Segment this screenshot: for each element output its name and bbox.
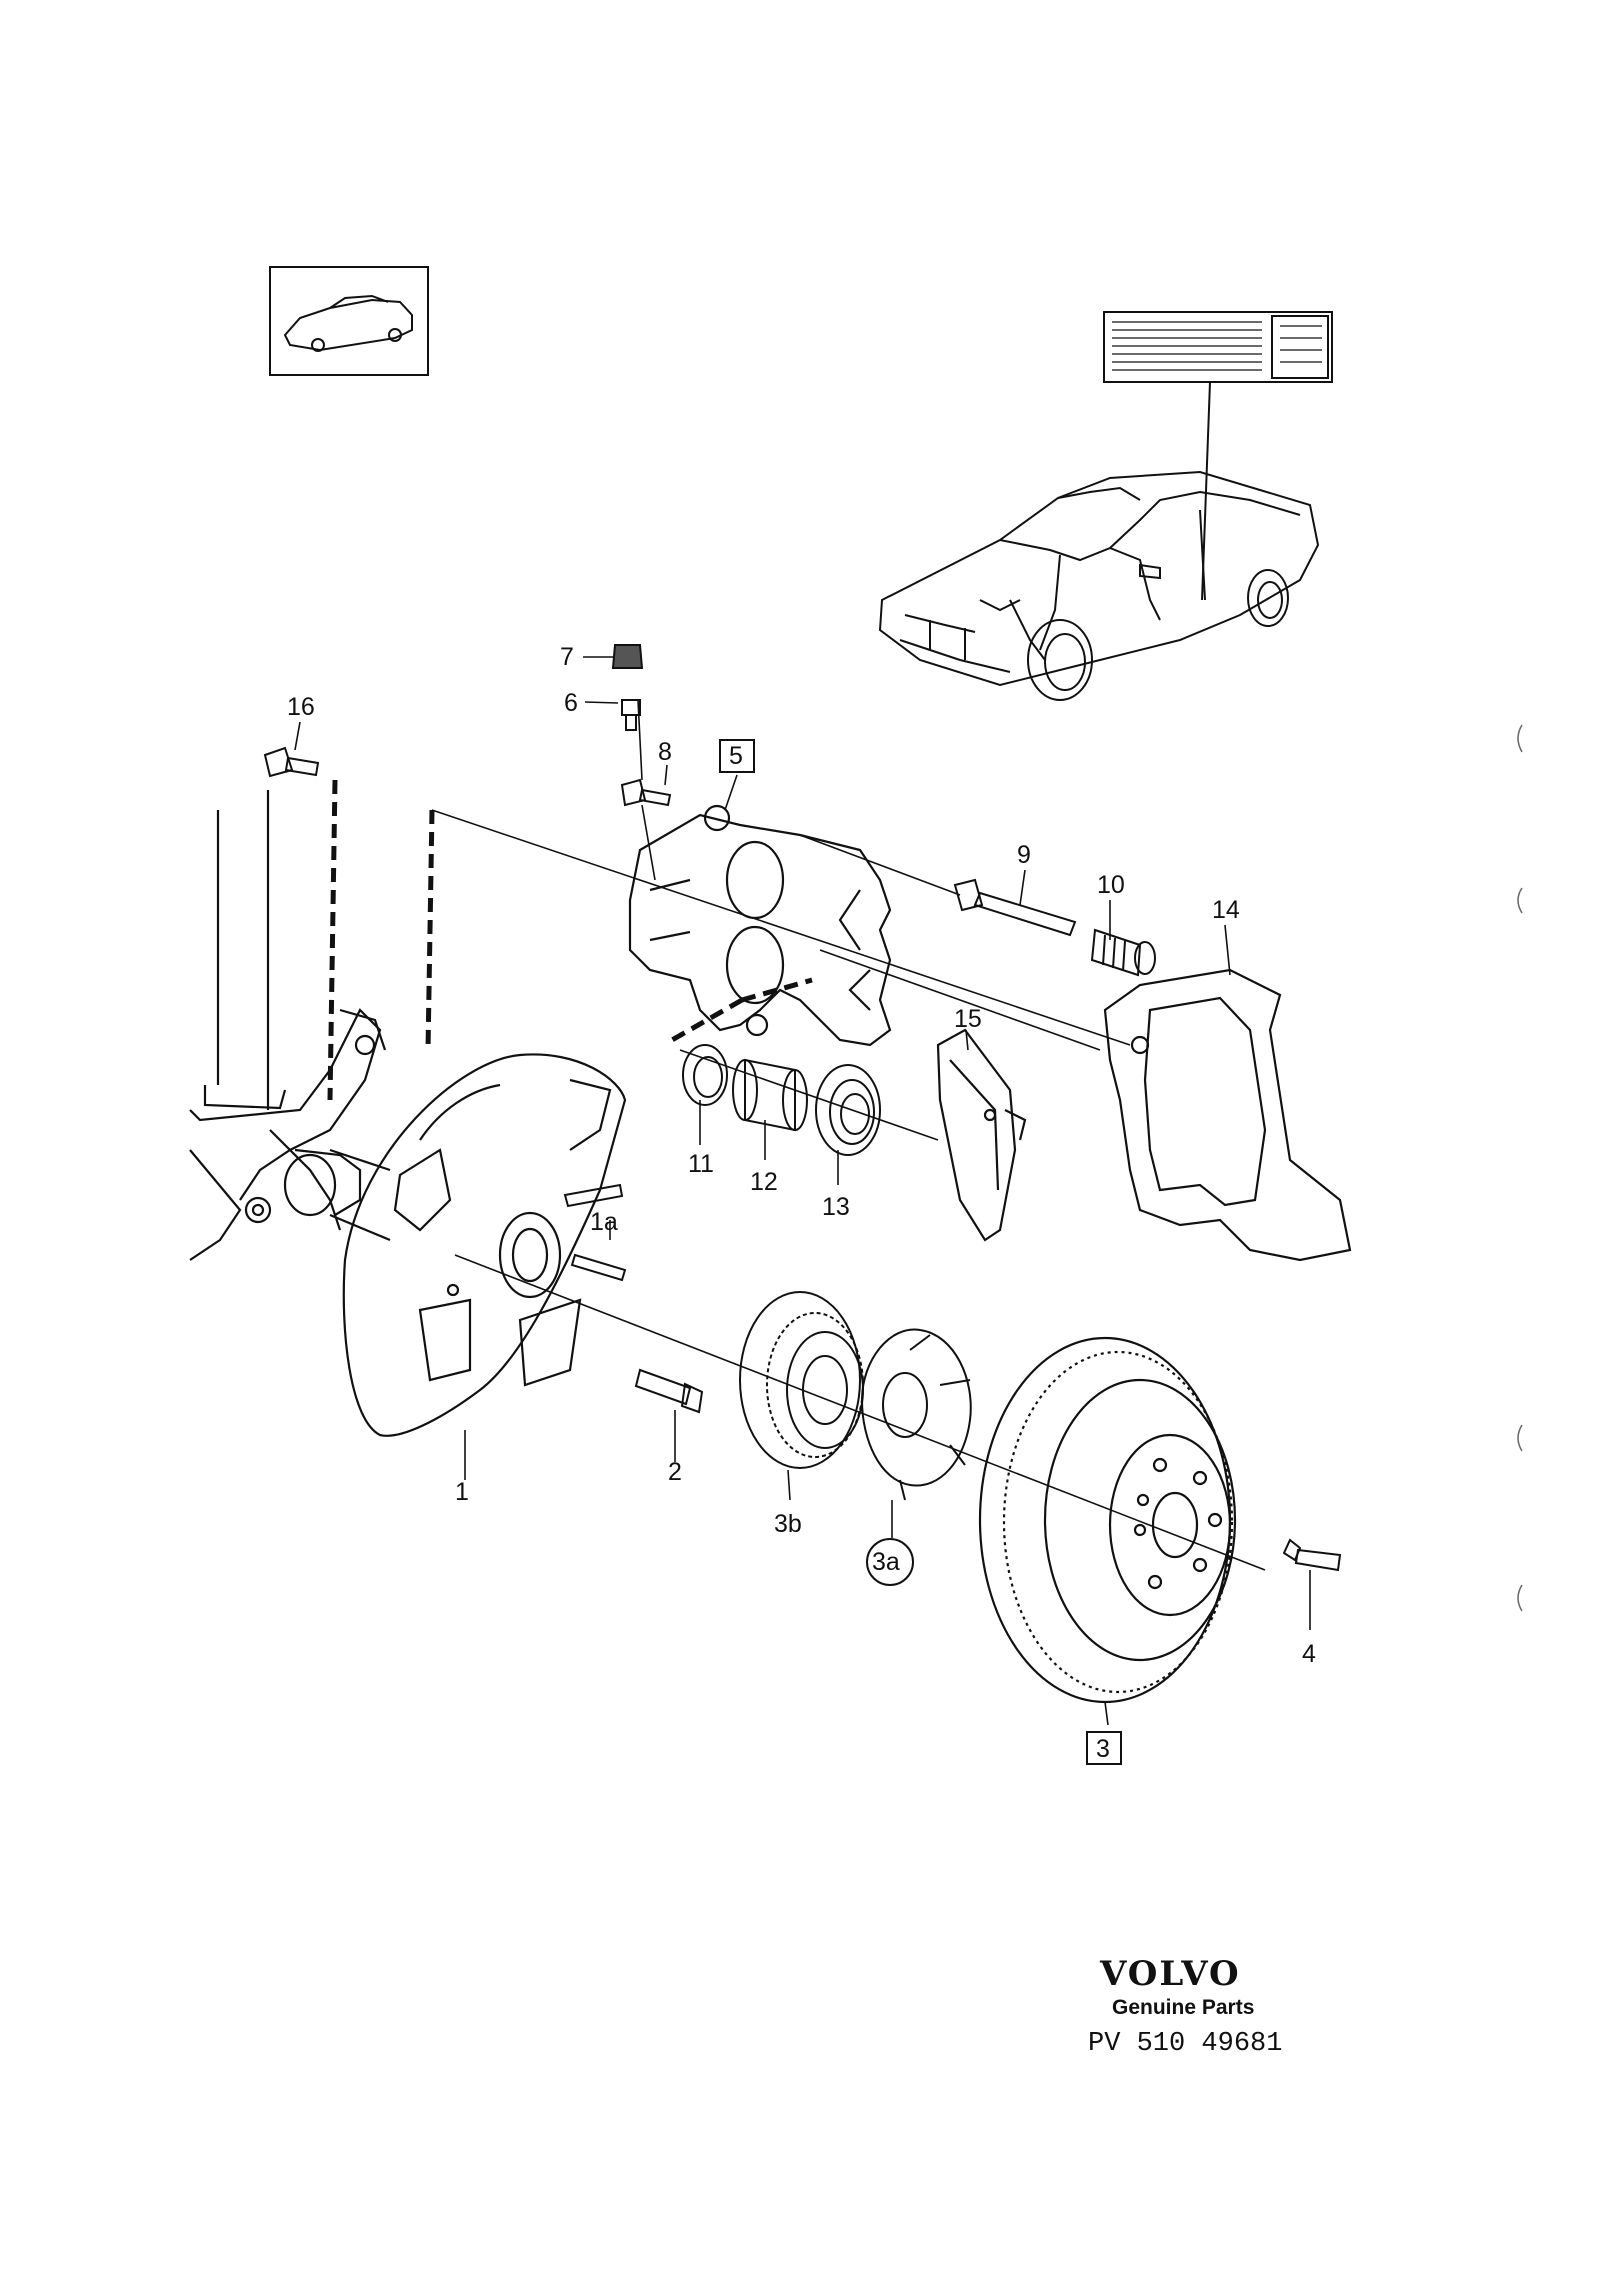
part-seal-11 bbox=[682, 1044, 728, 1106]
callout-3-box bbox=[1086, 1731, 1122, 1765]
part-dust-cap-7 bbox=[611, 644, 644, 669]
callout-14: 14 bbox=[1212, 896, 1240, 924]
part-hub-3a bbox=[860, 1328, 972, 1501]
callout-9: 9 bbox=[1017, 841, 1031, 869]
callout-7: 7 bbox=[560, 643, 574, 671]
callout-16: 16 bbox=[287, 693, 315, 721]
part-bolt-16 bbox=[263, 746, 320, 778]
callout-1a: 1a bbox=[590, 1208, 618, 1236]
part-brake-disc-3 bbox=[978, 1336, 1237, 1704]
parts-label-sticker bbox=[1103, 311, 1333, 601]
brand-block: VOLVO Genuine Parts PV 510 49681 bbox=[1088, 1954, 1282, 2059]
callout-8: 8 bbox=[658, 738, 672, 766]
part-bolt-8 bbox=[620, 778, 672, 807]
part-bleed-nipple-6 bbox=[621, 699, 641, 731]
part-dust-boot-13 bbox=[815, 1064, 881, 1156]
callout-13: 13 bbox=[822, 1193, 850, 1221]
strut-knuckle bbox=[189, 790, 391, 1261]
callout-11: 11 bbox=[688, 1150, 714, 1178]
callouts: 1 1a 2 3 3a 3b 4 5 6 7 8 9 10 11 12 13 1… bbox=[287, 643, 1316, 1763]
car-illustration bbox=[878, 470, 1320, 701]
vehicle-thumbnail bbox=[269, 266, 429, 376]
callout-2: 2 bbox=[668, 1458, 682, 1486]
callout-3a-circle bbox=[866, 1538, 914, 1586]
dashed-leaders bbox=[327, 779, 813, 1101]
part-number-code: PV 510 49681 bbox=[1088, 2029, 1282, 2059]
part-guide-boot-10 bbox=[1090, 928, 1156, 977]
callout-15: 15 bbox=[954, 1005, 982, 1033]
callout-3: 3 bbox=[1096, 1735, 1110, 1763]
thin-leaders bbox=[294, 656, 1311, 1726]
scan-margin-marks bbox=[1517, 724, 1523, 1612]
part-sensor-ring-3b bbox=[739, 1291, 864, 1469]
callout-10: 10 bbox=[1097, 871, 1125, 899]
part-1a-pin bbox=[563, 1183, 627, 1282]
brand-tagline: Genuine Parts bbox=[1112, 1996, 1254, 2019]
callout-12: 12 bbox=[750, 1168, 778, 1196]
callout-3b: 3b bbox=[774, 1510, 802, 1538]
callout-6: 6 bbox=[564, 689, 578, 717]
callout-5: 5 bbox=[729, 742, 743, 770]
part-piston-12 bbox=[732, 1058, 808, 1132]
brand-wordmark: VOLVO bbox=[1099, 1954, 1241, 1994]
callout-1: 1 bbox=[455, 1478, 469, 1506]
part-bolt-2 bbox=[634, 1368, 704, 1414]
part-caliper-bracket-14 bbox=[1103, 968, 1352, 1262]
callout-5-box bbox=[719, 739, 755, 773]
part-brake-pad-15 bbox=[936, 1028, 1027, 1242]
part-screw-4 bbox=[1282, 1538, 1342, 1572]
callout-4: 4 bbox=[1302, 1640, 1316, 1668]
callout-3a: 3a bbox=[872, 1548, 900, 1576]
callout-frames bbox=[719, 739, 1122, 1765]
part-splash-shield bbox=[342, 1053, 627, 1437]
part-guide-pin-9 bbox=[953, 878, 1077, 937]
part-caliper-5 bbox=[628, 804, 892, 1047]
